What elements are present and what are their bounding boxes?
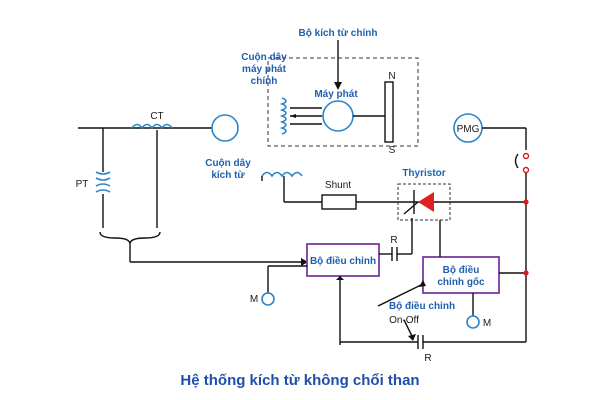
shunt-resistor xyxy=(321,194,357,210)
node-dot xyxy=(523,270,529,276)
label-exc-coil-2: kích từ xyxy=(211,170,245,181)
label-north: N xyxy=(388,71,395,82)
exciter-coil xyxy=(261,171,303,178)
node-dot xyxy=(523,199,529,205)
label-r-bottom: R xyxy=(424,353,431,364)
thyristor-diode xyxy=(418,192,434,212)
generator-symbol xyxy=(322,100,354,132)
label-base-reg-1: Bộ điều xyxy=(443,264,480,276)
label-motor-left: M xyxy=(250,294,258,305)
label-pt: PT xyxy=(76,179,89,190)
label-gen-coil-3: chính xyxy=(251,76,278,87)
label-south: S xyxy=(389,145,396,156)
label-regulator: Bộ điều chỉnh xyxy=(310,255,376,267)
label-motor-right: M xyxy=(483,318,491,329)
label-generator: Máy phát xyxy=(314,89,358,100)
motor-left-symbol xyxy=(261,292,275,306)
label-exc-coil-1: Cuộn dây xyxy=(205,158,251,169)
label-gen-coil-2: máy phát xyxy=(242,64,287,75)
label-gen-coil-1: Cuộn dây xyxy=(241,52,287,63)
pmg-breaker xyxy=(514,153,519,169)
pt-primary-coil xyxy=(95,171,111,181)
generator-coil xyxy=(279,97,287,135)
rotor-bar xyxy=(384,81,394,143)
exciter-arrow-head xyxy=(334,82,342,90)
label-thyristor: Thyristor xyxy=(402,168,445,179)
output-generator-symbol xyxy=(211,114,239,142)
label-shunt: Shunt xyxy=(325,180,351,191)
label-onoff-1: Bộ điều chỉnh xyxy=(389,300,455,312)
motor-right-symbol xyxy=(466,315,480,329)
regulator-box xyxy=(306,243,380,277)
pt-secondary-coil xyxy=(95,183,111,193)
label-main-exciter: Bộ kích từ chính xyxy=(299,28,378,39)
label-pmg: PMG xyxy=(457,124,480,135)
figure-caption: Hệ thống kích từ không chổi than xyxy=(180,372,420,389)
signal-brace xyxy=(99,231,161,245)
label-ct: CT xyxy=(150,111,163,122)
label-r-top: R xyxy=(390,235,397,246)
label-onoff-2: On-Off xyxy=(389,315,419,326)
label-base-reg-2: chỉnh gốc xyxy=(437,276,485,288)
ct-coil xyxy=(131,123,173,130)
base-regulator-box xyxy=(422,256,500,294)
